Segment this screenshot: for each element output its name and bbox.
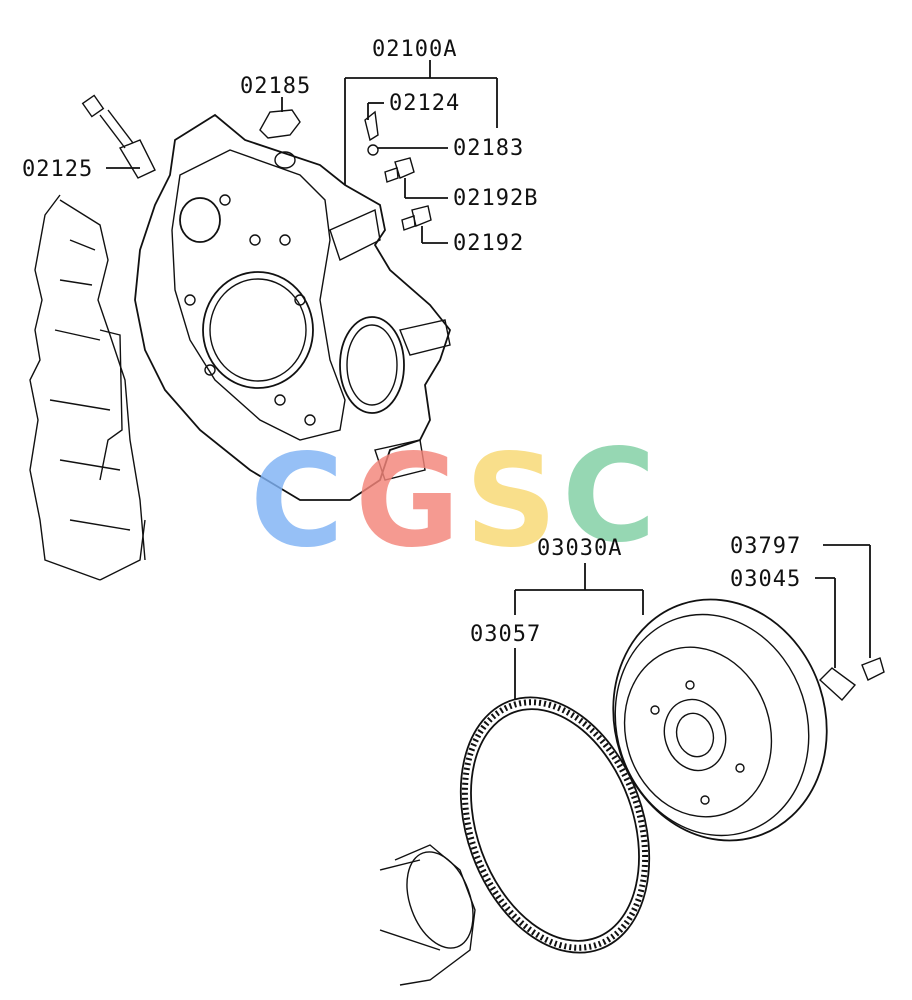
label-02125: 02125 [22, 157, 93, 182]
ring-gear-drawing [459, 696, 651, 954]
watermark-logo: C G S C [250, 422, 656, 576]
fasteners-drawing [364, 110, 432, 231]
watermark-letter-2: G [355, 427, 460, 576]
part-labels: 02100A 02185 02124 02183 02125 02192B 02… [22, 37, 801, 647]
watermark-letter-1: C [250, 427, 344, 576]
engine-block-drawing [29, 194, 146, 581]
label-03030A: 03030A [537, 536, 622, 561]
label-02124: 02124 [389, 91, 460, 116]
label-02192: 02192 [453, 231, 524, 256]
label-03045: 03045 [730, 567, 801, 592]
label-03797: 03797 [730, 534, 801, 559]
label-02100A: 02100A [372, 37, 457, 62]
flywheel-drawing [612, 598, 885, 842]
label-02183: 02183 [453, 136, 524, 161]
sensor-drawing [81, 94, 156, 179]
label-02185: 02185 [240, 74, 311, 99]
crankshaft-drawing [379, 844, 476, 986]
label-02192B: 02192B [453, 186, 538, 211]
watermark-letter-4: C [562, 422, 656, 571]
flywheel-housing-drawing [134, 113, 452, 501]
label-03057: 03057 [470, 622, 541, 647]
watermark-letter-3: S [465, 427, 557, 576]
plug-drawing [259, 109, 301, 139]
leader-lines [106, 60, 871, 700]
